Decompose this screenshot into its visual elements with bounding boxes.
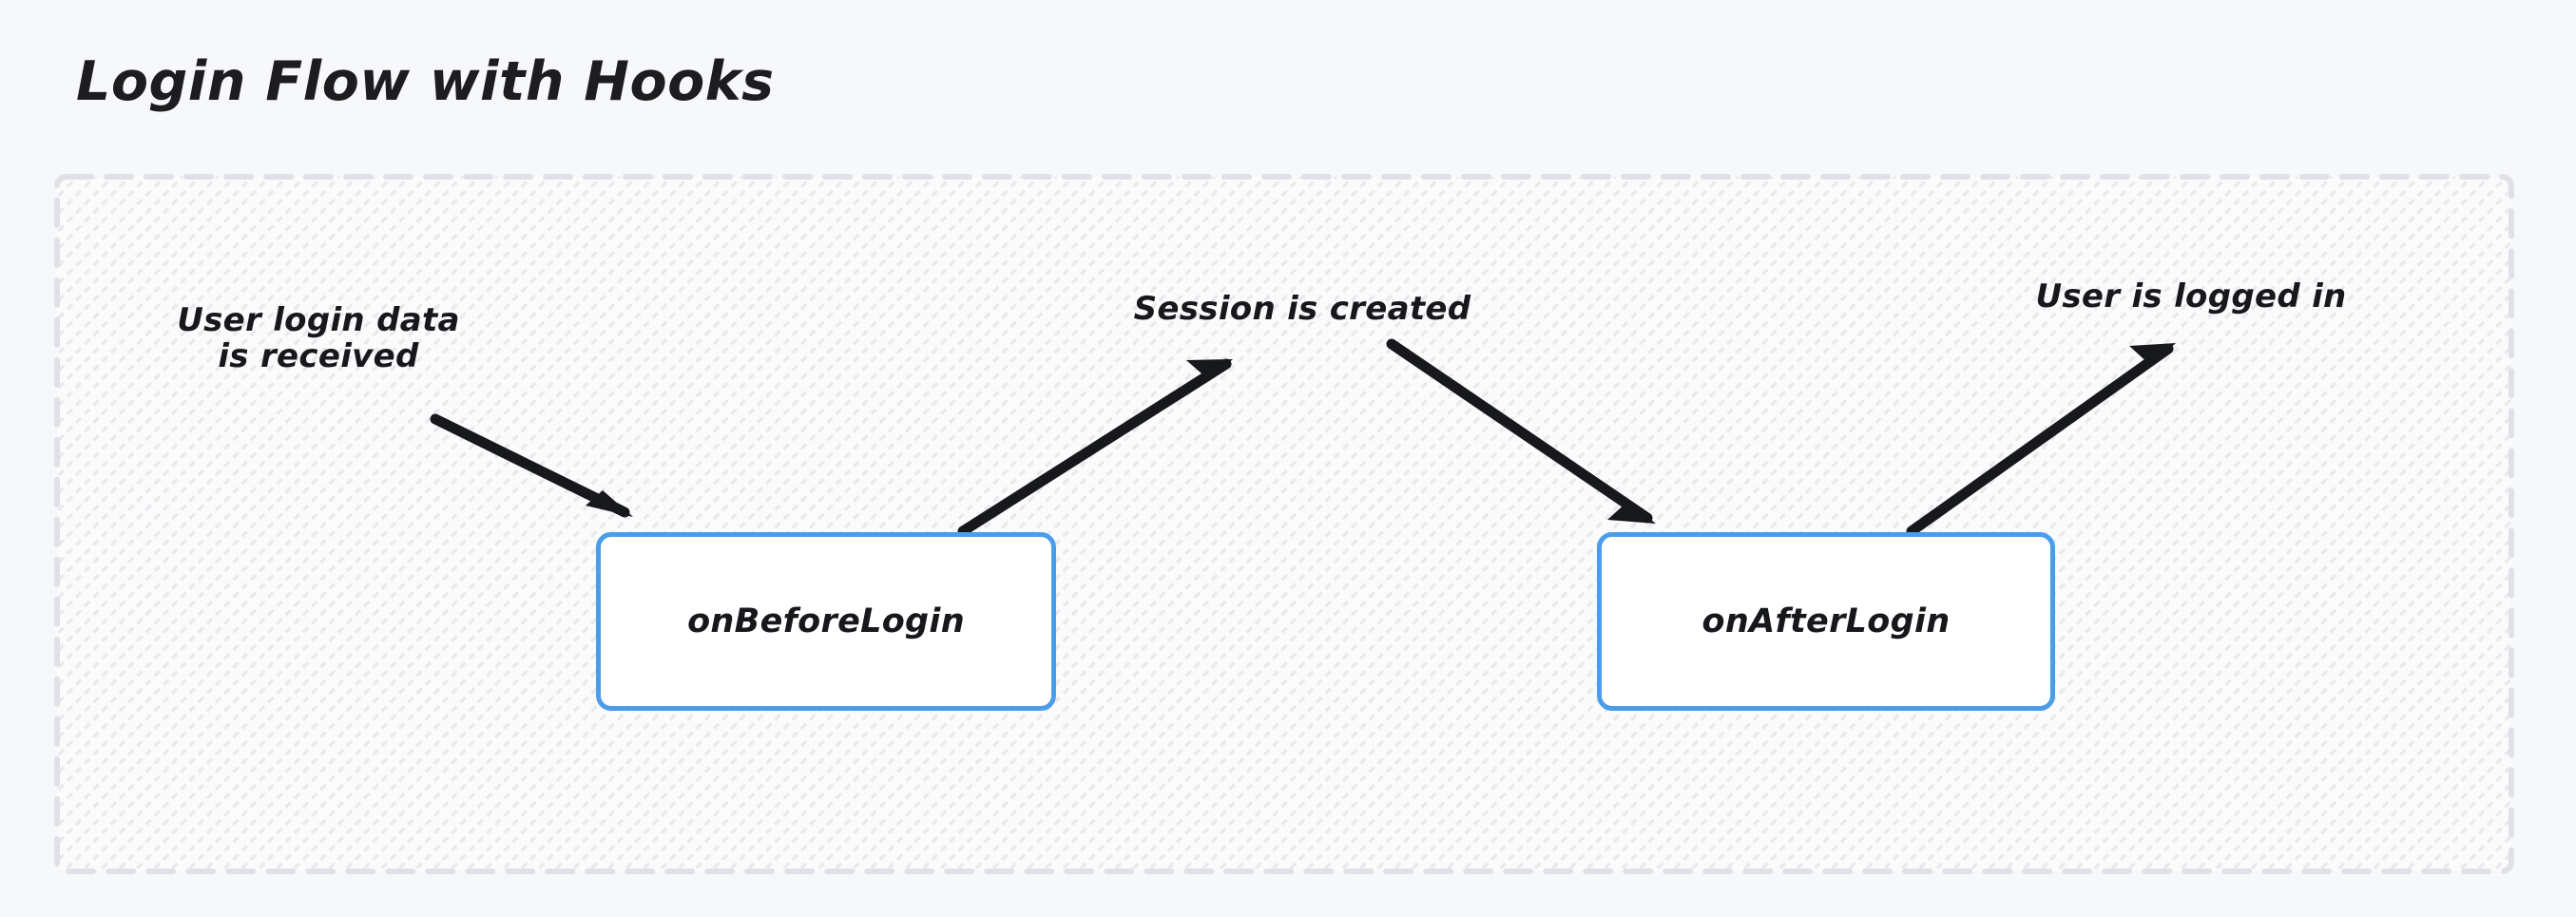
- edge-label-user-login-data: User login data is received: [177, 301, 460, 376]
- edge-label-user-logged-in: User is logged in: [2035, 277, 2347, 315]
- node-on-after-login[interactable]: onAfterLogin: [1597, 532, 2055, 711]
- node-on-before-login[interactable]: onBeforeLogin: [596, 532, 1056, 711]
- page-title: Login Flow with Hooks: [76, 50, 775, 113]
- edge-label-session-created: Session is created: [1133, 290, 1471, 328]
- node-label-on-before-login: onBeforeLogin: [687, 602, 965, 640]
- node-label-on-after-login: onAfterLogin: [1701, 602, 1951, 640]
